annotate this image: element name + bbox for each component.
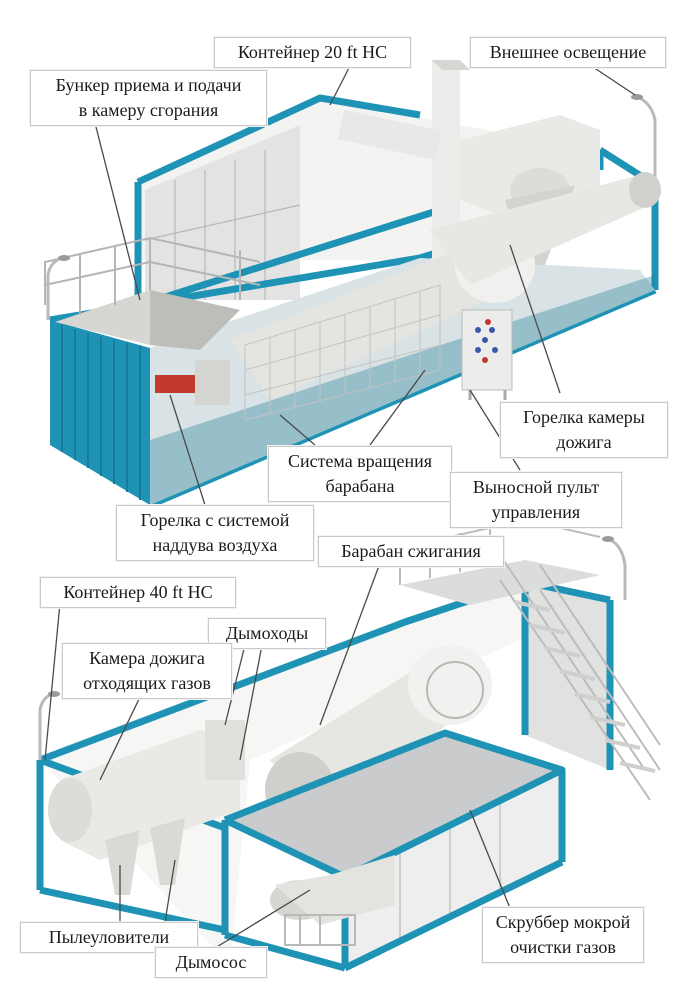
label-combustion-drum: Барабан сжигания [318, 536, 504, 567]
label-afterburner-burner-line2: дожига [556, 432, 612, 452]
label-outdoor-lighting: Внешнее освещение [470, 37, 666, 68]
label-afterburner-chamber: Камера дожига отходящих газов [62, 643, 232, 699]
label-afterburner-chamber-line1: Камера дожига [89, 648, 205, 668]
label-dust-collectors-line1: Пылеуловители [48, 927, 170, 947]
label-remote-panel-line1: Выносной пульт [472, 477, 600, 497]
label-scrubber-line2: очистки газов [510, 937, 616, 957]
label-burner-air-line1: Горелка с системой [140, 510, 290, 530]
label-afterburner-burner: Горелка камеры дожига [500, 402, 668, 458]
label-hopper: Бункер приема и подачи в камеру сгорания [30, 70, 267, 126]
label-hopper-line2: в камеру сгорания [78, 100, 219, 120]
label-burner-air-line2: наддува воздуха [152, 535, 278, 555]
label-hopper-line1: Бункер приема и подачи [55, 75, 242, 95]
label-drum-rotation: Система вращения барабана [268, 446, 452, 502]
label-container-20-line1: Контейнер 20 ft HC [237, 42, 388, 62]
container-20-illustration [44, 60, 661, 509]
label-smoke-exhauster: Дымосос [155, 947, 267, 978]
leader-lines [44, 61, 636, 949]
label-smoke-exhauster-line1: Дымосос [175, 952, 247, 972]
label-container-20: Контейнер 20 ft HC [214, 37, 411, 68]
label-remote-panel: Выносной пульт управления [450, 472, 622, 528]
container-40-illustration [36, 518, 661, 972]
label-afterburner-burner-line1: Горелка камеры [523, 407, 645, 427]
label-chimneys-line1: Дымоходы [225, 623, 309, 643]
label-combustion-drum-line1: Барабан сжигания [341, 541, 481, 561]
label-container-40-line1: Контейнер 40 ft HC [63, 582, 213, 602]
label-burner-air: Горелка с системой наддува воздуха [116, 505, 314, 561]
label-scrubber: Скруббер мокрой очистки газов [482, 907, 644, 963]
label-remote-panel-line2: управления [491, 502, 581, 522]
label-drum-rotation-line2: барабана [325, 476, 395, 496]
label-outdoor-lighting-line1: Внешнее освещение [489, 42, 647, 62]
label-drum-rotation-line1: Система вращения [287, 451, 433, 471]
label-container-40: Контейнер 40 ft HC [40, 577, 236, 608]
label-afterburner-chamber-line2: отходящих газов [83, 673, 211, 693]
label-scrubber-line1: Скруббер мокрой [495, 912, 631, 932]
